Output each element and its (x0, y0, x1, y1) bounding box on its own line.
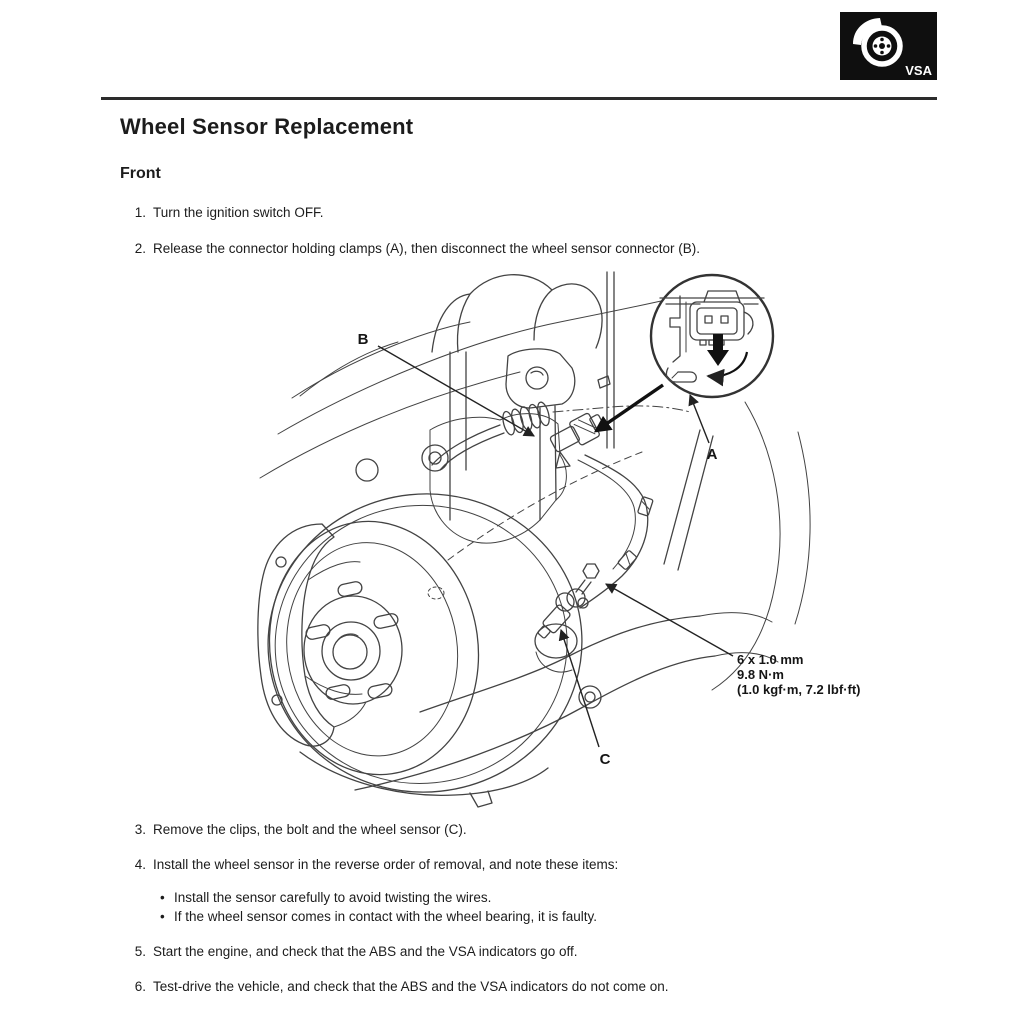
bullet-icon: • (160, 890, 165, 905)
vsa-badge: VSA (840, 12, 937, 80)
header-divider (101, 97, 937, 100)
step-text: Start the engine, and check that the ABS… (153, 944, 578, 959)
torque-spec-alt: (1.0 kgf·m, 7.2 lbf·ft) (737, 682, 861, 697)
step-text: Install the wheel sensor in the reverse … (153, 857, 619, 872)
bullet-text: Install the sensor carefully to avoid tw… (174, 890, 492, 905)
leader-line-b (377, 345, 535, 437)
leader-line-torque (605, 583, 734, 657)
torque-spec-size: 6 x 1.0 mm (737, 652, 804, 667)
step-2: 2. Release the connector holding clamps (… (128, 240, 700, 258)
step-1: 1. Turn the ignition switch OFF. (128, 204, 324, 222)
figure-label-b: B (358, 331, 369, 348)
step-number: 6. (134, 979, 146, 994)
figure-label-c: C (600, 751, 611, 768)
torque-spec-nm: 9.8 N·m (737, 667, 784, 682)
step-text: Test-drive the vehicle, and check that t… (153, 979, 669, 994)
bullet-text: If the wheel sensor comes in contact wit… (174, 909, 597, 924)
step-6: 6. Test-drive the vehicle, and check that… (128, 978, 669, 996)
step-text: Turn the ignition switch OFF. (153, 205, 324, 220)
note-bullet-2: • If the wheel sensor comes in contact wi… (160, 908, 597, 926)
step-text: Remove the clips, the bolt and the wheel… (153, 822, 467, 837)
figure-label-a: A (707, 446, 718, 463)
bullet-icon: • (160, 909, 165, 924)
step-number: 2. (134, 241, 146, 256)
inset-pointer-arrow-icon (593, 383, 664, 433)
step-number: 3. (134, 822, 146, 837)
step-number: 5. (134, 944, 146, 959)
leader-line-c (558, 628, 600, 748)
step-number: 1. (134, 205, 146, 220)
rotate-direction-arrow-icon (706, 351, 749, 387)
brake-disc-icon: VSA (840, 12, 937, 80)
release-direction-arrow-icon (707, 334, 729, 366)
step-text: Release the connector holding clamps (A)… (153, 241, 701, 256)
step-4: 4. Install the wheel sensor in the revers… (128, 856, 619, 874)
step-5: 5. Start the engine, and check that the A… (128, 943, 578, 961)
section-heading: Front (120, 165, 161, 182)
note-bullet-1: • Install the sensor carefully to avoid t… (160, 889, 491, 907)
step-3: 3. Remove the clips, the bolt and the whe… (128, 821, 467, 839)
vsa-badge-label: VSA (905, 63, 932, 78)
page-title: Wheel Sensor Replacement (120, 114, 414, 139)
step-number: 4. (134, 857, 146, 872)
leader-line-a (688, 393, 710, 444)
